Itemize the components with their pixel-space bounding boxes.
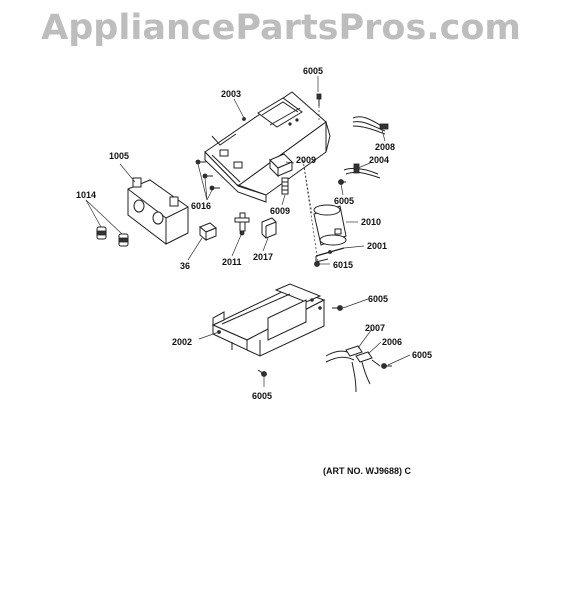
callout-2011: 2011 — [222, 257, 242, 267]
screw-6005-pan-bottom — [257, 369, 267, 377]
wire-2004 — [343, 163, 381, 179]
callout-2002: 2002 — [172, 337, 192, 347]
callout-6016: 6016 — [191, 201, 211, 211]
screw-6005-mid — [338, 179, 346, 185]
wire-harness-2008 — [352, 116, 389, 135]
callout-1005: 1005 — [109, 151, 129, 161]
front-control-panel — [127, 177, 189, 245]
watermark-logo: AppliancePartsPros.com — [41, 8, 521, 48]
callout-2009: 2009 — [296, 155, 316, 165]
callout-2001: 2001 — [367, 241, 387, 251]
art-number: (ART NO. WJ9688) C — [323, 466, 412, 476]
callout-2004: 2004 — [369, 155, 389, 165]
capacitor-2010 — [313, 204, 347, 246]
screw-6005-pan-right — [332, 305, 343, 311]
callout-6005-pan-bottom: 6005 — [252, 391, 272, 401]
callout-2003: 2003 — [221, 89, 241, 99]
control-box-housing — [204, 91, 331, 203]
screw-6005-lower-right — [381, 363, 392, 369]
callout-2006: 2006 — [382, 337, 402, 347]
callout-6015: 6015 — [333, 260, 353, 270]
power-cord — [325, 345, 381, 393]
callout-1014: 1014 — [76, 190, 96, 200]
thermostat-2011 — [234, 212, 250, 236]
callout-6005-lower-right: 6005 — [412, 350, 432, 360]
bracket-2017 — [261, 217, 277, 239]
callout-36: 36 — [180, 261, 190, 271]
screw-6005-top — [316, 93, 322, 106]
screw-6009 — [281, 177, 289, 195]
relay-block — [269, 153, 293, 178]
control-knobs — [96, 226, 129, 247]
callout-6009: 6009 — [270, 206, 290, 216]
callout-2017: 2017 — [253, 252, 273, 262]
callout-2008: 2008 — [375, 142, 395, 152]
callout-6005-pan-right: 6005 — [368, 294, 388, 304]
callout-2007: 2007 — [365, 323, 385, 333]
screw-6015 — [314, 261, 320, 267]
switch-36 — [199, 222, 217, 242]
leader-lines — [85, 76, 411, 387]
alignment-lines — [302, 106, 320, 263]
callout-2010: 2010 — [361, 217, 381, 227]
callout-labels: 6005 2003 2008 1005 2009 2004 1014 6016 … — [76, 66, 432, 476]
callout-6005-top: 6005 — [303, 66, 323, 76]
callout-6005-mid: 6005 — [334, 196, 354, 206]
base-pan-2002 — [211, 283, 326, 357]
